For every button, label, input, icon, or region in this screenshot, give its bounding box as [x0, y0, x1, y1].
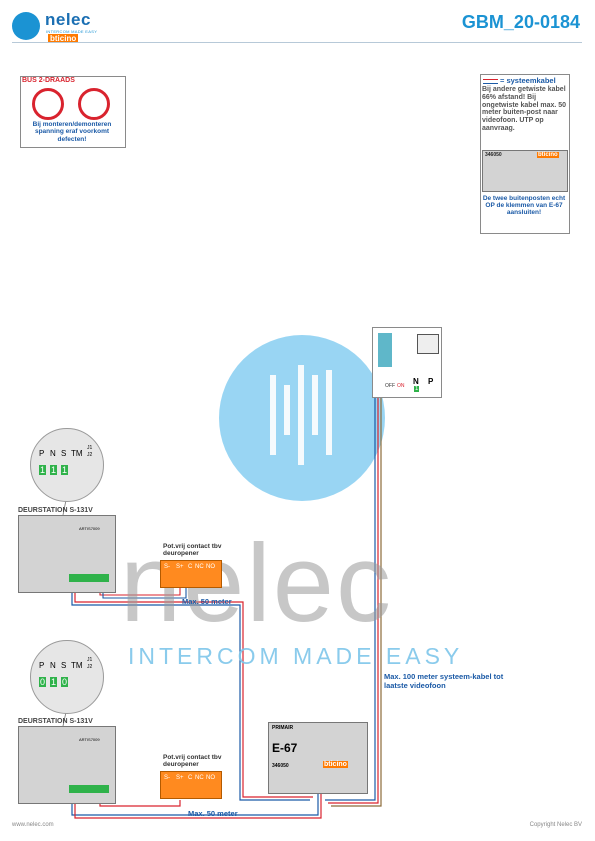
keypad-zoom-1: P N S TM J1 J2 1 1 1: [30, 428, 104, 502]
keypad-value-n: 1: [50, 465, 58, 475]
door-station-2-label: DEURSTATION S-131V: [18, 718, 93, 725]
relay-1-no: NO: [206, 564, 215, 570]
door1-cable: [71, 590, 313, 801]
keypad-label-j2: J2: [87, 452, 93, 458]
document-code: GBM_20-0184: [461, 12, 580, 32]
watermark-bars-icon: [270, 365, 332, 465]
door-station-1-model: ARTIS7009: [79, 526, 100, 531]
system-cable: [325, 335, 382, 807]
keypad-label-n: N: [50, 661, 56, 670]
cable-legend-label: = systeemkabel: [500, 76, 556, 85]
keypad-value-p: 0: [39, 677, 47, 687]
keypad-label-tm: TM: [71, 661, 83, 670]
watermark-tagline: INTERCOM MADE EASY: [128, 643, 464, 669]
relay-1-s-plus: S+: [176, 564, 184, 570]
footer-url[interactable]: www.nelec.com: [12, 822, 54, 828]
door-station-1-label: DEURSTATION S-131V: [18, 507, 93, 514]
power-supply-name: E-67: [272, 741, 298, 755]
keypad-label-tm: TM: [71, 449, 83, 458]
keypad-value-n: 1: [50, 677, 58, 687]
cable-note-2: Max. 50 meter: [188, 809, 238, 818]
terminal-block-icon: [378, 333, 392, 367]
switch-off-label: OFF: [385, 383, 395, 389]
door-station-1: ARTIS7009: [18, 515, 116, 593]
relay-1-nc: NC: [195, 564, 204, 570]
power-supply-brand: bticino: [323, 761, 348, 768]
module-code: 346050: [485, 152, 502, 158]
no-plug-icon: [32, 88, 64, 120]
relay-2-title: Pot.vrij contact tbv deuropener: [163, 754, 222, 768]
module-illustration: 346050 bticino: [482, 150, 568, 192]
relay-1-title: Pot.vrij contact tbv deuropener: [163, 543, 222, 557]
np-n-label: N: [413, 377, 419, 386]
videophone-unit: OFF ON N P 1: [372, 327, 442, 398]
relay-1-s-minus: S-: [164, 564, 170, 570]
relay-1-c: C: [188, 564, 193, 570]
relay-2: S- S+ C NC NO: [160, 771, 222, 799]
keypad-value-p: 1: [39, 465, 47, 475]
monitor-screen-icon: [417, 334, 439, 354]
footer-copyright: Copyright Nelec BV: [529, 822, 582, 828]
keypad-value-s: 0: [61, 677, 69, 687]
relay-2-nc: NC: [195, 775, 204, 781]
relay-2-c: C: [188, 775, 193, 781]
np-p-label: P: [428, 377, 434, 386]
header-divider: [12, 42, 582, 43]
warning-text: Bij monteren/demonteren spanning eraf vo…: [32, 121, 112, 143]
cable-info-note: De twee buitenposten echt OP de klemmen …: [482, 195, 566, 217]
keypad-label-s: S: [61, 661, 67, 670]
cable-note-1: Max. 50 meter: [182, 597, 232, 606]
relay-1: S- S+ C NC NO: [160, 560, 222, 588]
nelec-logo-icon: [12, 12, 40, 40]
switch-on-label: ON: [397, 383, 405, 389]
warning-title: BUS 2-DRAADS: [22, 77, 75, 84]
keypad-label-j1: J1: [87, 657, 93, 663]
relay-2-s-minus: S-: [164, 775, 170, 781]
keypad-label-j2: J2: [87, 664, 93, 670]
power-supply-code: 346050: [272, 763, 289, 769]
keypad-label-p: P: [39, 449, 45, 458]
relay-2-s-plus: S+: [176, 775, 184, 781]
bticino-logo: bticino: [48, 34, 79, 43]
keypad-value-s: 1: [61, 465, 69, 475]
module-brand: bticino: [537, 152, 559, 158]
terminal-strip-icon: [69, 785, 109, 793]
keypad-label-n: N: [50, 449, 56, 458]
door-station-2-model: ARTIS7009: [79, 737, 100, 742]
power-supply-primary-label: PRIMAIR: [272, 725, 294, 731]
brand-tagline: INTERCOM MADE EASY: [46, 29, 98, 34]
keypad-label-p: P: [39, 661, 45, 670]
terminal-strip-icon: [69, 574, 109, 582]
keypad-label-s: S: [61, 449, 67, 458]
no-power-icon: [78, 88, 110, 120]
door-station-2: ARTIS7009: [18, 726, 116, 804]
cable-info-text: Bij andere getwiste kabel 66% afstand! B…: [482, 86, 567, 132]
cable-legend-icon: [483, 79, 498, 84]
keypad-label-j1: J1: [87, 445, 93, 451]
np-value: 1: [414, 386, 420, 392]
system-cable-note: Max. 100 meter systeem-kabel tot laatste…: [384, 672, 504, 690]
relay-2-no: NO: [206, 775, 215, 781]
brand-name: nelec: [45, 10, 91, 29]
power-supply-e67: PRIMAIR E-67 346050 bticino: [268, 722, 368, 794]
keypad-zoom-2: P N S TM J1 J2 0 1 0: [30, 640, 104, 714]
